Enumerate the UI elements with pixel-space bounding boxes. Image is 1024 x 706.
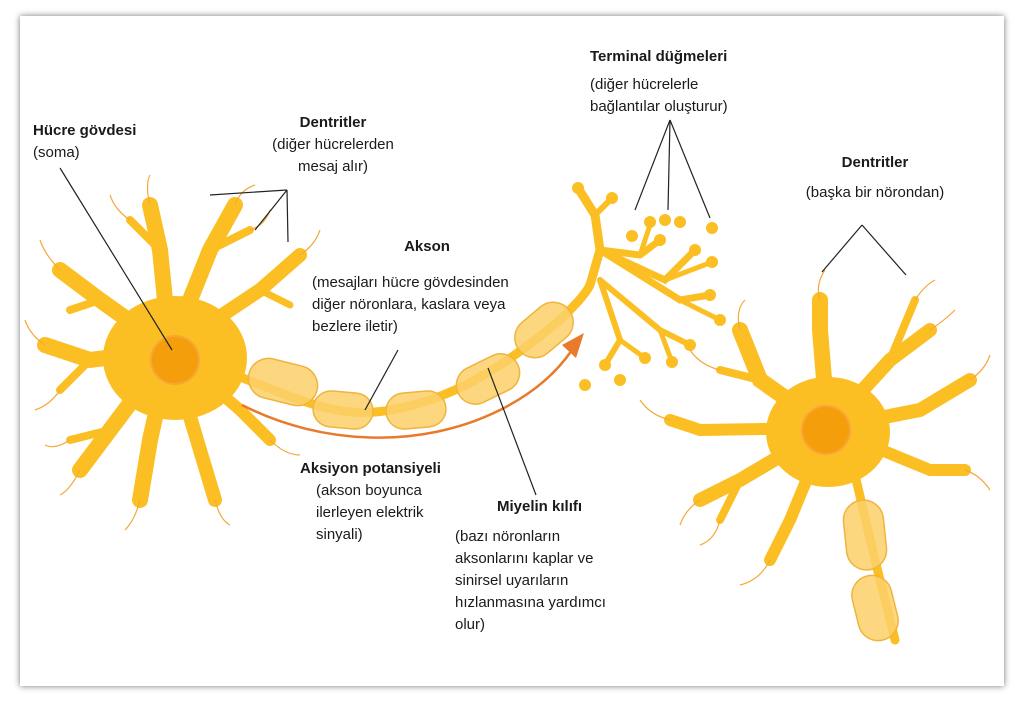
- label-action-potential: Aksiyon potansiyeli (akson boyunca ilerl…: [300, 458, 480, 546]
- axon-title: Akson: [404, 238, 450, 255]
- dendrites-other-title: Dentritler: [841, 154, 909, 171]
- action-potential-desc: (akson boyunca ilerleyen elektrik sinyal…: [316, 482, 424, 543]
- action-potential-title: Aksiyon potansiyeli: [300, 460, 441, 477]
- label-axon: Akson (mesajları hücre gövdesinden diğer…: [312, 236, 542, 338]
- myelin-desc: (bazı nöronların aksonlarını kaplar ve s…: [455, 528, 606, 633]
- soma-title: Hücre gövdesi: [33, 122, 137, 139]
- action-potential-arrow: [241, 333, 584, 439]
- label-terminals: Terminal düğmeleri (diğer hücrelerle bağ…: [590, 46, 780, 118]
- label-soma: Hücre gövdesi (soma): [33, 120, 136, 164]
- left-neuron: [24, 174, 321, 531]
- axon: [230, 280, 595, 418]
- dendrites-other-desc: (başka bir nörondan): [805, 184, 945, 201]
- terminals-title: Terminal düğmeleri: [590, 48, 728, 65]
- terminals-desc: (diğer hücrelerle bağlantılar oluşturur): [590, 76, 728, 115]
- leader-lines: [59, 119, 907, 496]
- dendrites-in-desc: (diğer hücrelerden mesaj alır): [272, 136, 394, 175]
- label-dendrites-other: Dentritler (başka bir nörondan): [790, 152, 960, 204]
- label-myelin: Miyelin kılıfı (bazı nöronların aksonlar…: [455, 496, 645, 636]
- myelin-title: Miyelin kılıfı: [497, 498, 583, 515]
- axon-terminals: [572, 182, 726, 391]
- nucleus: [150, 335, 200, 385]
- myelin-sheath: [247, 301, 574, 430]
- soma-desc: (soma): [33, 144, 80, 161]
- axon-desc: (mesajları hücre gövdesinden diğer nöron…: [312, 274, 509, 335]
- label-dendrites-in: Dentritler (diğer hücrelerden mesaj alır…: [258, 112, 408, 178]
- right-neuron: [639, 269, 991, 645]
- dendrites-in-title: Dentritler: [299, 114, 367, 131]
